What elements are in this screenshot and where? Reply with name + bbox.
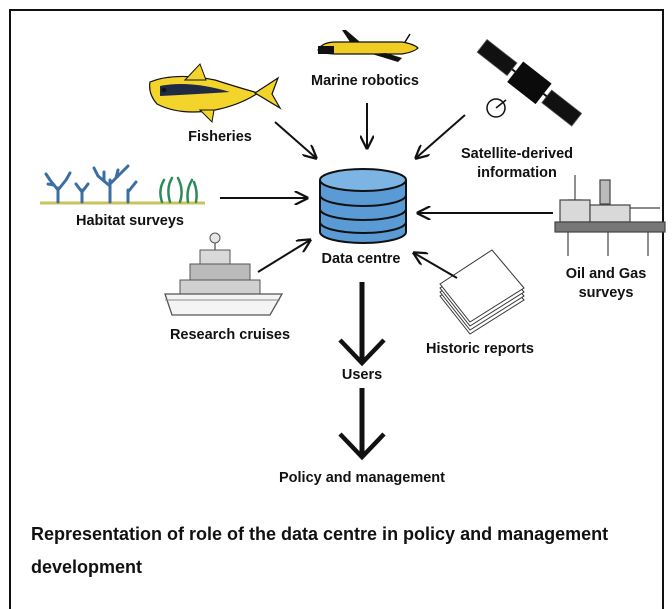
satellite-icon: [476, 38, 583, 127]
figure-frame: [9, 9, 664, 609]
research-ship-icon: [164, 232, 284, 316]
label-data-centre: Data centre: [321, 251, 401, 267]
arrow-fisheries: [274, 121, 316, 158]
label-historic-reports: Historic reports: [426, 341, 534, 357]
output-arrows: [338, 282, 386, 461]
label-habitat: Habitat surveys: [76, 213, 184, 229]
label-users: Users: [341, 367, 383, 383]
label-research-cruises: Research cruises: [169, 327, 291, 343]
label-marine-robotics: Marine robotics: [311, 73, 419, 89]
reports-icon: [439, 249, 525, 335]
habitat-icon: [40, 164, 205, 205]
label-fisheries: Fisheries: [188, 129, 252, 145]
diagram-canvas: [40, 30, 666, 461]
label-satellite: Satellite-derived information: [460, 146, 573, 181]
glider-icon: [317, 30, 419, 62]
label-oil-gas: Oil and Gas surveys: [565, 266, 647, 301]
arrow-satellite: [416, 114, 466, 158]
arrow-research-cruises: [257, 240, 310, 273]
oil-rig-icon: [554, 175, 666, 256]
tuna-icon: [149, 63, 282, 124]
label-policy: Policy and management: [279, 470, 445, 486]
database-icon: [319, 168, 407, 244]
input-arrows: [220, 103, 553, 279]
figure-caption: Representation of role of the data centr…: [31, 524, 609, 577]
arrow-historic-reports: [414, 253, 458, 279]
